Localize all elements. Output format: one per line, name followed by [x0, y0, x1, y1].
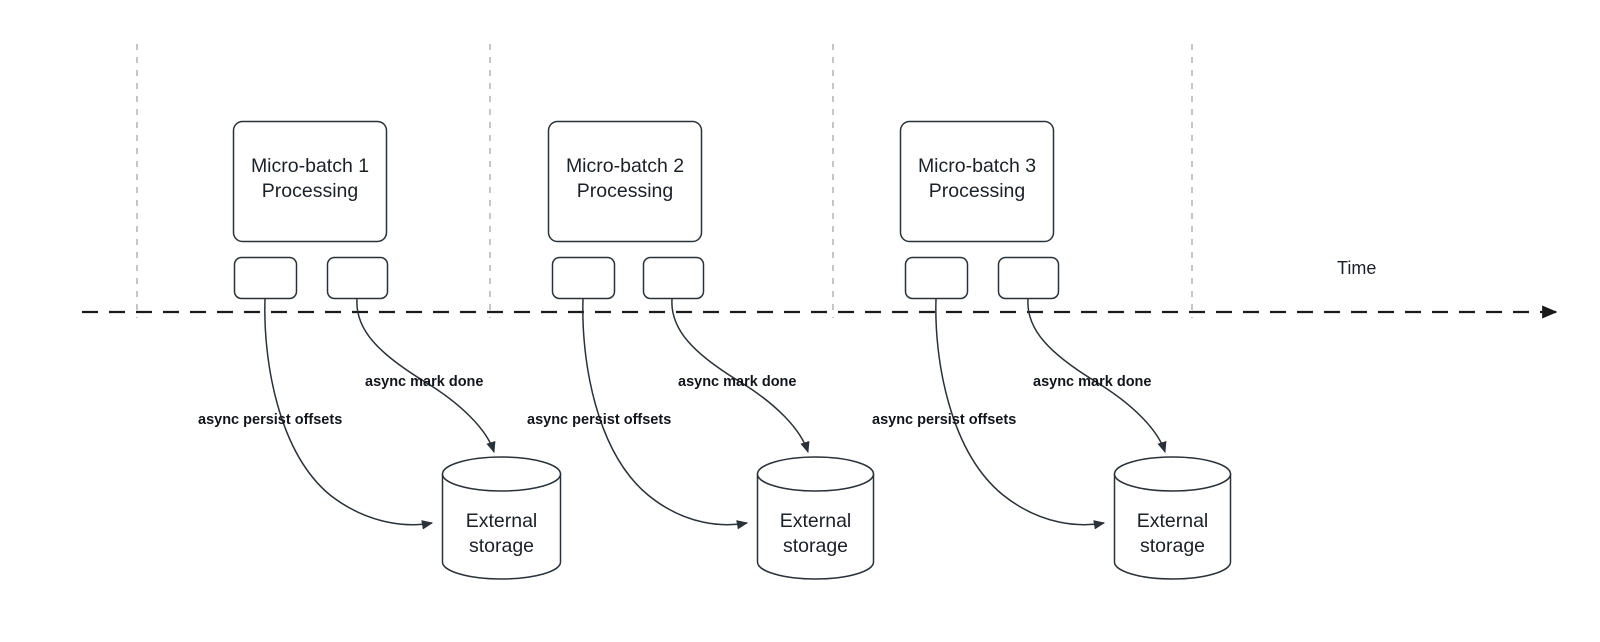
batch-group-1: Micro-batch 1 Processing External storag… — [198, 120, 562, 580]
micro-batch-box-1[interactable] — [232, 120, 388, 243]
task-box-mark-done-2[interactable] — [642, 256, 705, 300]
micro-batch-label-2-line2: Processing — [577, 180, 673, 202]
micro-batch-label-1-line1: Micro-batch 1 — [251, 155, 369, 177]
edge-mark-done-3 — [1027, 298, 1167, 454]
time-axis-label: Time — [1337, 258, 1376, 278]
micro-batch-box-3[interactable] — [899, 120, 1055, 243]
task-box-persist-2[interactable] — [551, 256, 616, 300]
edge-mark-done-label-2: async mark done — [678, 374, 796, 390]
micro-batch-label-3-line1: Micro-batch 3 — [918, 155, 1036, 177]
external-storage-label-1-line2: storage — [469, 535, 534, 557]
edge-mark-done-1 — [356, 298, 496, 454]
edge-mark-done-label-3: async mark done — [1033, 374, 1151, 390]
time-axis: Time — [82, 258, 1558, 319]
cylinder-body-1 — [441, 473, 562, 580]
task-box-persist-3[interactable] — [904, 256, 969, 300]
edge-persist-offsets-3 — [935, 298, 1106, 530]
edge-persist-offsets-label-1: async persist offsets — [198, 412, 342, 428]
micro-batch-label-2-line1: Micro-batch 2 — [566, 155, 684, 177]
task-box-mark-done-3[interactable] — [997, 256, 1060, 300]
cylinder-top-2 — [756, 456, 875, 492]
edge-persist-offsets-label-2: async persist offsets — [527, 412, 671, 428]
micro-batch-box-2[interactable] — [547, 120, 703, 243]
batch-group-3: Micro-batch 3 Processing External storag… — [872, 120, 1232, 580]
external-storage-label-2-line2: storage — [783, 535, 848, 557]
edge-mark-done-2 — [671, 298, 810, 454]
external-storage-cylinder-1[interactable]: External storage — [441, 456, 562, 580]
edge-persist-offsets-2 — [582, 298, 749, 530]
edge-persist-offsets-label-3: async persist offsets — [872, 412, 1016, 428]
external-storage-label-3-line2: storage — [1140, 535, 1205, 557]
task-box-mark-done-1[interactable] — [326, 256, 389, 300]
cylinder-top-3 — [1113, 456, 1232, 492]
external-storage-cylinder-3[interactable]: External storage — [1113, 456, 1232, 580]
cylinder-top-1 — [441, 456, 562, 492]
edge-persist-offsets-1 — [264, 298, 434, 530]
batch-group-2: Micro-batch 2 Processing External storag… — [527, 120, 875, 580]
external-storage-label-2-line1: External — [780, 510, 852, 532]
edge-mark-done-label-1: async mark done — [365, 374, 483, 390]
external-storage-label-1-line1: External — [466, 510, 538, 532]
micro-batch-label-1-line2: Processing — [262, 180, 358, 202]
micro-batch-label-3-line2: Processing — [929, 180, 1025, 202]
cylinder-body-3 — [1113, 473, 1232, 580]
external-storage-label-3-line1: External — [1137, 510, 1209, 532]
cylinder-body-2 — [756, 473, 875, 580]
external-storage-cylinder-2[interactable]: External storage — [756, 456, 875, 580]
task-box-persist-1[interactable] — [233, 256, 298, 300]
